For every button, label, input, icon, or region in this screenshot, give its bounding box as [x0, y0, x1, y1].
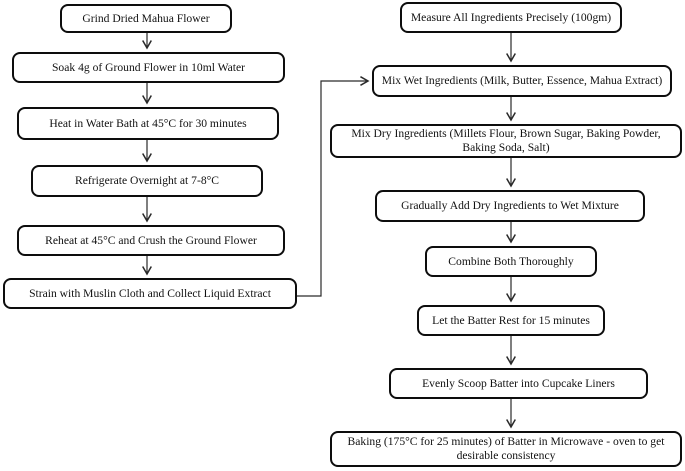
step-label: Mix Wet Ingredients (Milk, Butter, Essen…: [381, 74, 663, 88]
step-mix-wet-ingredients: Mix Wet Ingredients (Milk, Butter, Essen…: [372, 65, 672, 97]
step-heat-water-bath: Heat in Water Bath at 45°C for 30 minute…: [17, 107, 279, 140]
step-label: Strain with Muslin Cloth and Collect Liq…: [29, 286, 271, 300]
step-baking: Baking (175°C for 25 minutes) of Batter …: [330, 431, 682, 467]
step-add-dry-to-wet: Gradually Add Dry Ingredients to Wet Mix…: [375, 190, 645, 222]
step-label: Grind Dried Mahua Flower: [82, 11, 210, 25]
step-batter-rest: Let the Batter Rest for 15 minutes: [417, 305, 605, 336]
step-label: Measure All Ingredients Precisely (100gm…: [410, 10, 612, 24]
step-label: Heat in Water Bath at 45°C for 30 minute…: [49, 116, 247, 130]
step-label: Gradually Add Dry Ingredients to Wet Mix…: [401, 199, 619, 213]
step-mix-dry-ingredients: Mix Dry Ingredients (Millets Flour, Brow…: [330, 124, 682, 158]
step-soak-ground-flower: Soak 4g of Ground Flower in 10ml Water: [12, 52, 285, 83]
step-grind-dried-flower: Grind Dried Mahua Flower: [60, 4, 232, 33]
step-label: Evenly Scoop Batter into Cupcake Liners: [422, 376, 615, 390]
connector-strain-to-mixwet: [297, 76, 370, 297]
step-strain-muslin-cloth: Strain with Muslin Cloth and Collect Liq…: [3, 278, 297, 309]
step-label: Mix Dry Ingredients (Millets Flour, Brow…: [351, 127, 661, 154]
step-combine-thoroughly: Combine Both Thoroughly: [425, 246, 597, 277]
step-label: Let the Batter Rest for 15 minutes: [432, 313, 590, 327]
step-label: Reheat at 45°C and Crush the Ground Flow…: [45, 233, 257, 247]
step-label: Baking (175°C for 25 minutes) of Batter …: [347, 435, 665, 462]
step-measure-ingredients: Measure All Ingredients Precisely (100gm…: [400, 2, 622, 33]
step-label: Refrigerate Overnight at 7-8°C: [74, 174, 220, 188]
step-scoop-batter: Evenly Scoop Batter into Cupcake Liners: [389, 368, 648, 399]
step-label: Soak 4g of Ground Flower in 10ml Water: [51, 60, 246, 74]
step-reheat-and-crush: Reheat at 45°C and Crush the Ground Flow…: [17, 225, 285, 256]
step-label: Combine Both Thoroughly: [448, 254, 574, 268]
step-refrigerate-overnight: Refrigerate Overnight at 7-8°C: [31, 165, 263, 197]
